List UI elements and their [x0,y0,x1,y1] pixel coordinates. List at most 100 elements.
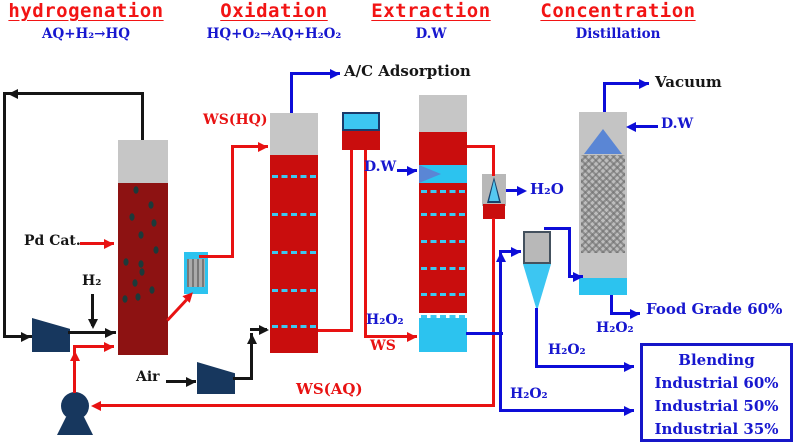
column-body-red [270,155,318,353]
arrowhead [573,271,583,282]
pipe [165,298,188,322]
pump-base [57,417,93,435]
catalyst-slurry-with-bubbles [118,183,168,355]
column-red-lower [419,183,467,313]
ws-hq-line [199,255,234,258]
ws-aq-line [492,218,495,407]
arrowhead [246,334,257,344]
cyclone-funnel [523,264,551,311]
air-label: Air [136,369,160,385]
cyclone-overhead-line [568,227,571,278]
section-title: Oxidation [220,0,328,22]
food-grade-line [610,312,640,315]
arrowhead [626,121,636,132]
air-line [250,328,267,331]
extract-riser [499,250,521,253]
tray-line [421,293,465,296]
h2o-outlet-line [506,189,521,192]
extract-riser [499,252,502,335]
filter-element [187,259,205,287]
recycle-gas-line [3,92,6,338]
blending-item: Industrial 35% [654,420,779,438]
section-extraction: Extraction D.W [370,0,492,42]
dw-reflux-line [630,125,658,128]
section-formula: AQ+H₂→HQ [41,26,131,42]
h2o2-industrial-mid-label: H₂O₂ [548,342,586,358]
food-grade-label: Food Grade 60% [646,300,783,318]
arrowhead [630,308,640,319]
dw-feed-band [419,165,467,183]
pd-cat-label: Pd Cat. [24,233,81,249]
recycle-gas-line [141,92,144,140]
section-oxidation: Oxidation HQ+O₂→AQ+H₂O₂ [198,0,350,42]
blending-item: Industrial 50% [654,397,779,415]
arrowhead [259,324,269,335]
gas-separator [342,112,380,150]
tray-line [272,289,316,292]
arrowhead [517,185,527,196]
extraction-column [419,95,467,352]
vacuum-label: Vacuum [655,73,722,91]
column-to-filter-line [163,287,199,324]
separator-liquid-cyan [342,112,380,131]
offgas-line [290,72,293,113]
section-concentration: Concentration Distillation [532,0,704,42]
raffinate-line [492,145,495,176]
oxidation-column [270,113,318,353]
offgas-line [290,72,340,75]
section-hydrogenation: hydrogenation AQ+H₂→HQ [0,0,172,42]
tray-line [421,315,465,318]
arrowhead [104,341,114,352]
column-red-upper [419,132,467,165]
air-line [233,377,253,380]
air-compressor [197,362,235,394]
arrowhead [639,78,649,89]
ac-adsorption-label: A/C Adsorption [344,62,471,80]
h2o-label: H₂O [530,180,564,198]
ws-aq-line [95,404,495,407]
industrial-line [499,409,634,412]
cyclone-separator [523,231,551,311]
column-head-gray [419,95,467,132]
pump-casing [61,392,89,420]
ws-aq-label: WS(AQ) [296,380,363,398]
catalyst-filter [184,252,208,294]
arrowhead [69,351,80,361]
separator-red-base [483,204,505,219]
tray-line [272,175,316,178]
water-separator [482,174,506,219]
arrowhead [511,246,521,257]
arrowhead [186,376,196,387]
concentration-column [579,112,627,295]
distributor-triangle [584,129,622,154]
circulation-pump [57,392,97,437]
cone-fill [489,180,499,201]
arrowhead [624,405,634,416]
h2-recycle-compressor [32,318,70,352]
section-formula: Distillation [575,26,661,42]
extract-line [466,332,503,335]
arrowhead [105,327,115,338]
column-head-gray [270,113,318,155]
h2o2-to-extraction-label: H₂O₂ [366,312,404,328]
arrowhead [258,141,268,152]
industrial-line [499,333,502,412]
tray-line [421,267,465,270]
ws-to-extraction-label: WS [370,338,396,354]
section-formula: D.W [415,26,447,42]
column-inlet-line [68,331,116,334]
tray-line [272,325,316,328]
section-title: Concentration [540,0,696,22]
h2o2-bottoms-cyan [419,318,467,352]
raffinate-line [467,145,495,148]
air-feed-line [166,380,196,383]
hydrogenation-column [118,140,168,355]
column-head-gray [118,140,168,183]
dw-extraction-label: D.W [364,159,397,175]
h2o2-industrial-bottom-label: H₂O₂ [510,386,548,402]
cyclone-overhead-line [544,227,571,230]
arrowhead [91,400,101,411]
oxidation-bottoms-line [318,329,353,332]
cyclone-bottoms-line [535,365,634,368]
